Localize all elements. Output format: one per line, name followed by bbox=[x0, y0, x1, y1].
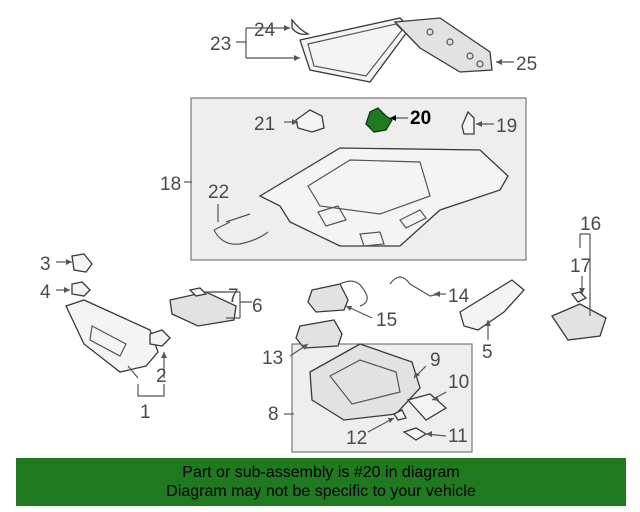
part-3-hook[interactable] bbox=[71, 253, 93, 273]
headliner-panel[interactable] bbox=[258, 147, 509, 247]
callout-6: 6 bbox=[252, 296, 263, 317]
callout-20: 20 bbox=[410, 108, 431, 129]
callout-7: 7 bbox=[228, 286, 239, 307]
callout-22: 22 bbox=[208, 182, 229, 203]
callout-13: 13 bbox=[262, 348, 283, 369]
part-20-highlighted-bracket[interactable] bbox=[365, 107, 393, 133]
banner-line-2: Diagram may not be specific to your vehi… bbox=[166, 483, 476, 500]
part-4-clip[interactable] bbox=[71, 281, 91, 297]
callout-3: 3 bbox=[40, 254, 51, 275]
callout-15: 15 bbox=[376, 310, 397, 331]
callout-labels: 23 24 25 21 20 19 18 22 3 4 7 6 14 15 13… bbox=[40, 20, 601, 449]
part-14-harness[interactable] bbox=[389, 276, 441, 297]
callout-18: 18 bbox=[160, 174, 181, 195]
part-12-bulb[interactable] bbox=[393, 409, 407, 421]
callout-4: 4 bbox=[40, 282, 51, 303]
part-6-lamp[interactable] bbox=[169, 291, 237, 327]
callout-9: 9 bbox=[430, 350, 441, 371]
parts-diagram: 23 24 25 21 20 19 18 22 3 4 7 6 14 15 13… bbox=[40, 17, 607, 453]
callout-14: 14 bbox=[448, 286, 470, 307]
part-22-harness[interactable] bbox=[213, 213, 269, 245]
part-2-visor-clip[interactable] bbox=[149, 329, 171, 347]
callout-21: 21 bbox=[254, 114, 275, 135]
arrow-heads bbox=[64, 25, 585, 437]
part-24-clip[interactable] bbox=[291, 18, 310, 36]
sun-visor[interactable] bbox=[65, 299, 159, 373]
callout-16: 16 bbox=[580, 214, 601, 235]
callout-5: 5 bbox=[482, 342, 493, 363]
part-23-sunroof-frame[interactable] bbox=[299, 17, 411, 83]
info-banner: Part or sub-assembly is #20 in diagram D… bbox=[16, 458, 626, 506]
callout-25: 25 bbox=[516, 54, 537, 75]
callout-10: 10 bbox=[448, 372, 469, 393]
part-15-wires bbox=[339, 280, 368, 307]
callout-17: 17 bbox=[570, 256, 591, 277]
part-21-bracket[interactable] bbox=[295, 109, 325, 133]
part-19-clip[interactable] bbox=[461, 110, 475, 135]
callout-2: 2 bbox=[156, 366, 167, 387]
part-5-grab-handle[interactable] bbox=[459, 279, 525, 331]
callout-1: 1 bbox=[140, 402, 151, 423]
part-17-bulb[interactable] bbox=[570, 291, 588, 303]
part-9-console[interactable] bbox=[309, 343, 421, 421]
callout-12: 12 bbox=[346, 428, 367, 449]
callout-19: 19 bbox=[496, 116, 517, 137]
part-13-switch[interactable] bbox=[295, 319, 343, 349]
part-25-sunshade[interactable] bbox=[393, 17, 493, 73]
part-16-lamp[interactable] bbox=[551, 303, 607, 341]
callout-24: 24 bbox=[254, 20, 276, 41]
callout-8: 8 bbox=[268, 404, 279, 425]
callout-11: 11 bbox=[448, 426, 468, 447]
banner-line-1: Part or sub-assembly is #20 in diagram bbox=[182, 464, 460, 481]
callout-23: 23 bbox=[210, 34, 231, 55]
part-7-bulb[interactable] bbox=[188, 287, 208, 297]
part-15-harness-module[interactable] bbox=[307, 283, 349, 313]
